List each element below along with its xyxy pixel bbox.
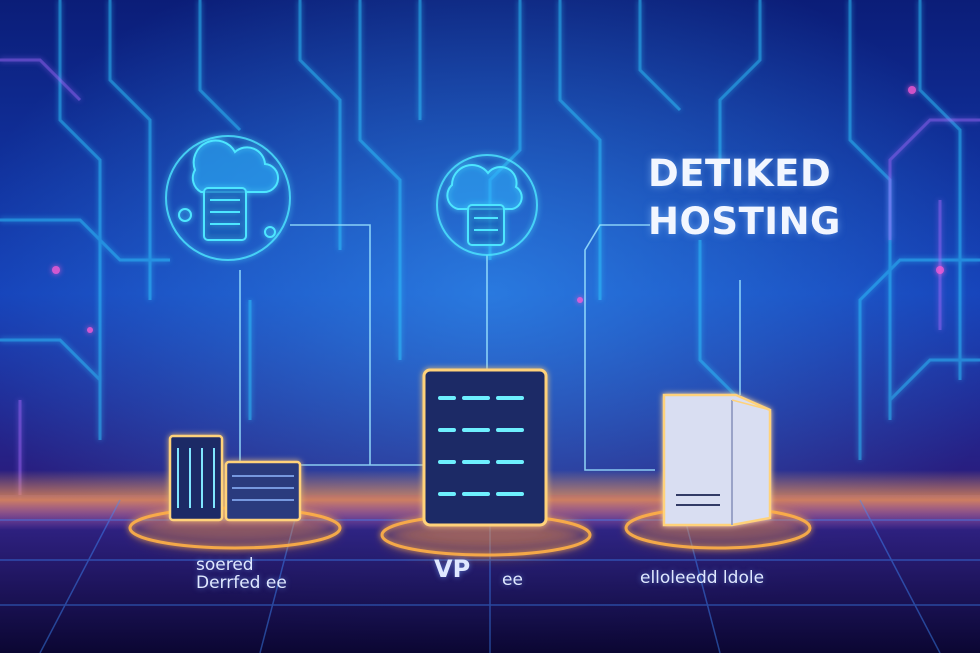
vps-label: VP bbox=[434, 555, 471, 583]
title-line-1: DETIKED bbox=[648, 152, 832, 195]
shared-label-line-1: soered bbox=[196, 555, 254, 575]
cloud-database-icon bbox=[436, 154, 538, 256]
dedicated-server-box-icon bbox=[624, 393, 812, 550]
shared-hosting-label: soered Derrfed ee bbox=[196, 556, 287, 592]
shared-server-rack-icon bbox=[128, 434, 342, 550]
page-title: DETIKED HOSTING bbox=[648, 150, 841, 246]
vps-label-suffix: ee bbox=[502, 570, 523, 590]
circuit-nodes bbox=[52, 86, 944, 333]
vps-server-tower-icon bbox=[380, 368, 592, 557]
dedicated-hosting-label: elloleedd ldole bbox=[640, 568, 765, 588]
title-line-2: HOSTING bbox=[648, 200, 841, 243]
cloud-server-icon bbox=[165, 135, 291, 261]
shared-label-line-2: Derrfed ee bbox=[196, 573, 287, 593]
circuit-traces-purple bbox=[0, 58, 980, 500]
